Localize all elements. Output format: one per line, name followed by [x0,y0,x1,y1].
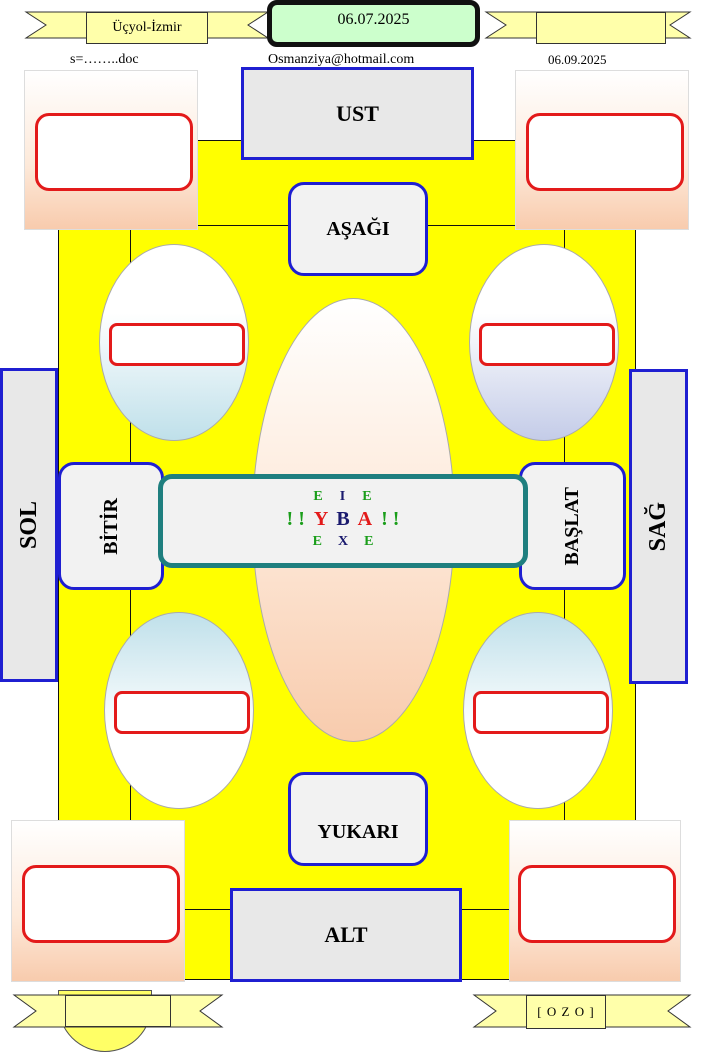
file-label: s=……..doc [70,52,139,67]
location-label: Üçyol-İzmir [86,12,208,44]
email-text: Osmanziya@hotmail.com [268,52,415,67]
seat-oval-bottom-left [104,612,254,809]
corner-slot-bottom-right[interactable] [518,865,676,943]
mid-letter-y[interactable]: Y [313,508,329,530]
header-right-label [536,12,666,44]
secondary-date: 06.09.2025 [548,52,607,67]
sag-label: SAĞ [645,501,671,552]
right-button[interactable]: SAĞ [629,369,688,684]
seat-oval-top-right [469,244,619,441]
up-top-button[interactable]: UST [241,67,474,160]
start-button[interactable]: BAŞLAT [519,462,626,590]
finish-button[interactable]: BİTİR [58,462,164,590]
seat-slot-bottom-left[interactable] [114,691,250,734]
mid-letter-a[interactable]: A [357,508,373,530]
yukari-label: YUKARI [317,820,399,843]
bitir-label: BİTİR [99,497,122,555]
seat-slot-top-left[interactable] [109,323,245,366]
seat-oval-top-left [99,244,249,441]
corner-card-bottom-left [11,820,185,982]
corner-card-bottom-right [509,820,681,982]
corner-slot-top-right[interactable] [526,113,684,191]
bottom-button[interactable]: ALT [230,888,462,982]
ust-label: UST [336,100,379,126]
top-letter-1: E [313,489,324,504]
corner-card-top-right [515,70,689,230]
seat-oval-bottom-right [463,612,613,809]
left-button[interactable]: SOL [0,368,58,682]
baslat-label: BAŞLAT [561,486,583,566]
footer-left-label [65,995,171,1027]
mid-suffix: ! ! [381,508,400,530]
seat-slot-bottom-right[interactable] [473,691,609,734]
corner-slot-top-left[interactable] [35,113,193,191]
header-date: 06.07.2025 [337,10,410,28]
sol-label: SOL [15,500,42,550]
bottom-letter-3: E [364,534,374,549]
location-text: Üçyol-İzmir [112,20,182,35]
asagi-label: AŞAĞI [326,217,390,240]
bottom-letter-2: X [337,534,349,549]
corner-card-top-left [24,70,198,230]
header-date-box: 06.07.2025 [267,0,480,47]
mid-prefix: ! ! [286,508,305,530]
alt-label: ALT [324,922,368,947]
top-letter-2: I [339,489,347,504]
bottom-letter-1: E [312,534,322,549]
corner-slot-bottom-left[interactable] [22,865,180,943]
down-button[interactable]: AŞAĞI [288,182,428,276]
mid-letter-b[interactable]: B [336,508,350,530]
top-letter-3: E [362,489,373,504]
up-button[interactable]: YUKARI [288,772,428,866]
footer-right-label: [ O Z O ] [526,995,606,1029]
seat-slot-top-right[interactable] [479,323,615,366]
ozo-text: [ O Z O ] [537,1004,595,1019]
